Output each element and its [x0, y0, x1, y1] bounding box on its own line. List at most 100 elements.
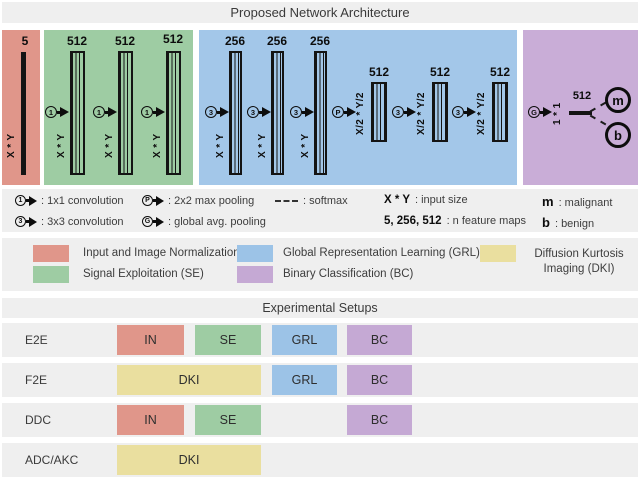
grl-color-label: Global Representation Learning (GRL) [283, 247, 480, 259]
gap-arrow-icon: G [142, 215, 164, 229]
legend-label: : 3x3 convolution [41, 215, 124, 228]
conv3x3-op-icon: 3 [392, 106, 404, 118]
feature-column [166, 51, 181, 175]
conv3x3-op-icon: 3 [452, 106, 464, 118]
conv3x3-arrow-icon: 3 [392, 105, 416, 119]
softmax-dash-icon [589, 101, 607, 113]
gap-op-icon: G [528, 106, 540, 118]
conv3x3-op-icon: 3 [290, 106, 302, 118]
size-label: X/2 * Y/2 [355, 92, 366, 135]
feature-maps-label: 256 [224, 34, 246, 48]
setup-row-e2e: E2E IN SE GRL BC [2, 323, 638, 357]
setup-row-label: DDC [25, 413, 51, 427]
chip-bc: BC [347, 405, 412, 435]
legend-maxpool: P : 2x2 max pooling [142, 193, 254, 208]
se-block: 1 X * Y 512 1 X * Y 512 1 X * Y 512 [44, 30, 193, 185]
feature-maps-label: 512 [66, 34, 88, 48]
setup-row-ddc: DDC IN SE BC [2, 403, 638, 437]
chip-in: IN [117, 405, 184, 435]
vector-maps-label: 512 [572, 90, 592, 102]
legend-benign: b : benign [542, 215, 595, 230]
feature-maps-label: 256 [309, 34, 331, 48]
feature-maps-label: 256 [266, 34, 288, 48]
symbol-legend: 1 : 1x1 convolution 3 : 3x3 convolution … [2, 189, 638, 232]
legend-input-size: X * Y : input size [384, 194, 468, 206]
feature-column [70, 51, 85, 175]
se-color-label: Signal Exploitation (SE) [83, 268, 204, 280]
bc-color-label: Binary Classification (BC) [283, 268, 414, 280]
size-label: X * Y [257, 133, 268, 158]
dki-color-label: Diffusion Kurtosis Imaging (DKI) [534, 248, 624, 275]
legend-conv3x3: 3 : 3x3 convolution [15, 214, 124, 229]
conv1x1-op-icon: 1 [45, 106, 57, 118]
size-label: X * Y [152, 133, 163, 158]
feature-maps-label: 512 [162, 32, 184, 46]
conv1x1-arrow-icon: 1 [141, 105, 165, 119]
conv3x3-arrow-icon: 3 [15, 215, 37, 229]
size-label: X/2 * Y/2 [416, 92, 427, 135]
feature-column [314, 51, 327, 175]
size-label: X * Y [104, 133, 115, 158]
feature-maps-label: 512 [489, 65, 511, 79]
input-size-label: X * Y [6, 133, 17, 158]
in-color-swatch [33, 245, 69, 262]
chip-grl: GRL [272, 365, 337, 395]
global-avg-pool-arrow-icon: G [528, 105, 552, 119]
input-slice-bar [21, 52, 26, 175]
setup-row-label: F2E [25, 373, 48, 387]
chip-se: SE [195, 405, 261, 435]
vector-size-label: 1 * 1 [552, 102, 563, 125]
legend-label: : global avg. pooling [168, 215, 266, 228]
legend-conv1x1: 1 : 1x1 convolution [15, 193, 124, 208]
chip-se: SE [195, 325, 261, 355]
feature-vector-bar [569, 111, 592, 115]
legend-malignant: m : malignant [542, 194, 613, 209]
feature-maps-label: 512 [368, 65, 390, 79]
grl-block: 3 X * Y 256 3 X * Y 256 3 X * Y 256 P X/… [199, 30, 517, 185]
se-color-swatch [33, 266, 69, 283]
setup-row-f2e: F2E DKI GRL BC [2, 363, 638, 397]
size-label: X * Y [215, 133, 226, 158]
chip-grl: GRL [272, 325, 337, 355]
size-label: X * Y [56, 133, 67, 158]
setup-row-label: E2E [25, 333, 48, 347]
setup-row-adc-akc: ADC/AKC DKI [2, 443, 638, 477]
feature-maps-label: 512 [429, 65, 451, 79]
feature-column [432, 82, 448, 142]
bc-color-swatch [237, 266, 273, 283]
maxpool-arrow-icon: P [332, 105, 356, 119]
softmax-dash-icon [589, 114, 607, 126]
conv3x3-arrow-icon: 3 [205, 105, 229, 119]
color-legend: Input and Image Normalization (IN) Signa… [2, 238, 638, 291]
legend-softmax: : softmax [275, 193, 348, 208]
chip-bc: BC [347, 365, 412, 395]
chip-in: IN [117, 325, 184, 355]
size-label: X * Y [300, 133, 311, 158]
feature-maps-label: 5 [21, 34, 29, 48]
legend-feature-maps: 5, 256, 512 : n feature maps [384, 215, 527, 227]
figure-title-bar: Proposed Network Architecture [2, 2, 638, 23]
conv3x3-op-icon: 3 [247, 106, 259, 118]
output-node-benign: b [605, 122, 631, 148]
conv1x1-arrow-icon: 1 [15, 194, 37, 208]
figure-title: Proposed Network Architecture [230, 5, 410, 20]
setups-title-bar: Experimental Setups [2, 298, 638, 318]
bc-block: G 1 * 1 512 m b [523, 30, 638, 185]
conv3x3-arrow-icon: 3 [452, 105, 476, 119]
setup-row-label: ADC/AKC [25, 453, 79, 467]
in-block: 5 X * Y [2, 30, 40, 185]
conv3x3-op-icon: 3 [205, 106, 217, 118]
maxpool-op-icon: P [332, 106, 344, 118]
output-node-malignant: m [605, 87, 631, 113]
feature-column [118, 51, 133, 175]
chip-bc: BC [347, 325, 412, 355]
grl-color-swatch [237, 245, 273, 262]
feature-column [371, 82, 387, 142]
legend-label: : 1x1 convolution [41, 194, 124, 207]
conv3x3-arrow-icon: 3 [247, 105, 271, 119]
maxpool-arrow-icon: P [142, 194, 164, 208]
feature-column [229, 51, 242, 175]
chip-dki: DKI [117, 365, 261, 395]
legend-label: : softmax [303, 194, 348, 207]
